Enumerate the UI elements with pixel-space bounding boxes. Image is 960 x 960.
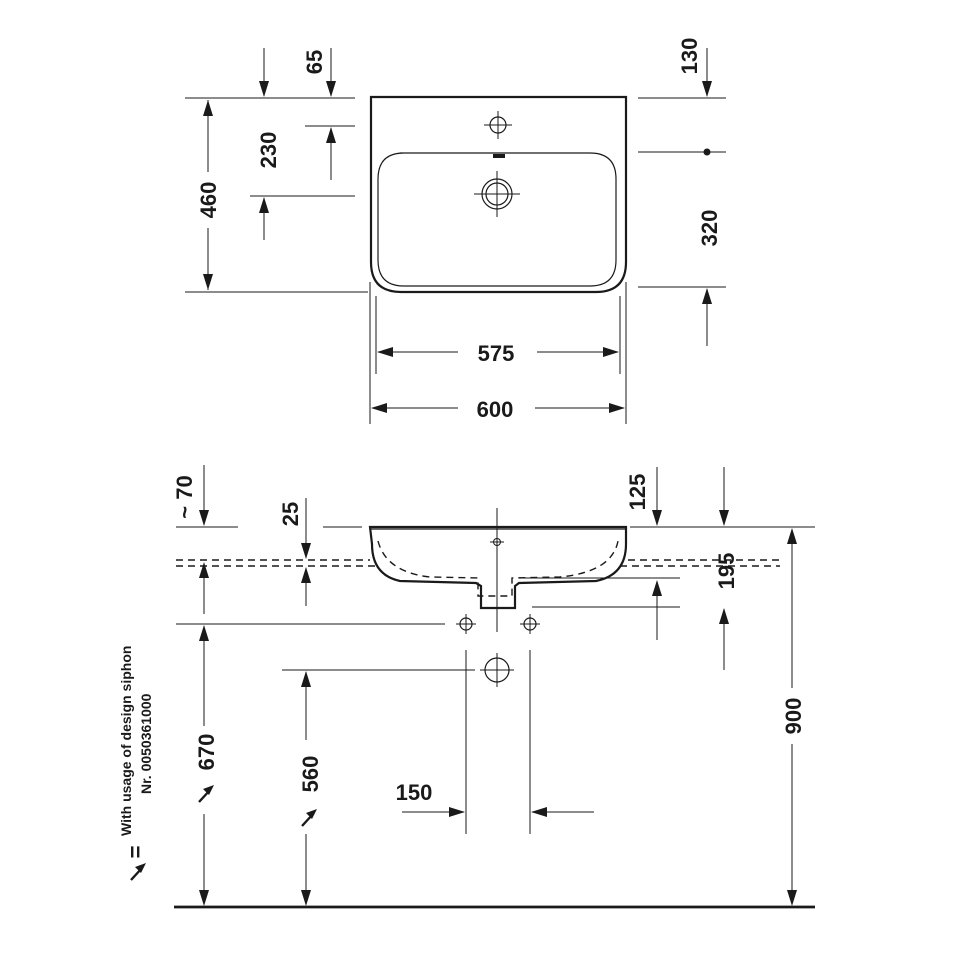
dim-150-label: 150: [396, 780, 433, 805]
basin-side-profile: [368, 525, 628, 610]
supply-connector-icon: [456, 614, 476, 634]
waste-outlet-icon: [480, 653, 514, 687]
dim-575-label: 575: [478, 341, 515, 366]
overflow-slot: [493, 154, 505, 158]
drain-icon: [474, 171, 520, 217]
note-line-2: Nr. 0050361000: [138, 693, 154, 794]
dim-230-label: 230: [256, 132, 281, 169]
dim-900-label: 900: [781, 698, 806, 735]
supply-connector-icon: [520, 614, 540, 634]
dim-460-label: 460: [196, 182, 221, 219]
siphon-note: = With usage of design siphon Nr. 005036…: [118, 646, 154, 881]
side-view: ~ 70 25 670 560: [172, 465, 815, 909]
siphon-symbol-icon: [198, 785, 214, 803]
dim-125-label: 125: [625, 474, 650, 511]
dim-670-label: 670: [194, 734, 219, 771]
basin-inner-dashed: [377, 540, 619, 597]
basin-inner-bowl: [377, 152, 617, 287]
tap-centre-icon: [490, 538, 504, 546]
dim-195-label: 195: [714, 553, 739, 590]
siphon-symbol-icon: [301, 809, 317, 827]
dim-25-label: 25: [278, 502, 303, 526]
siphon-symbol-icon: [130, 863, 146, 881]
dim-70-label: ~ 70: [172, 475, 197, 518]
dim-130-label: 130: [677, 38, 702, 75]
dim-600-label: 600: [477, 397, 514, 422]
note-equals: =: [123, 846, 148, 859]
dim-320-label: 320: [697, 210, 722, 247]
dim-65-label: 65: [302, 50, 327, 74]
dim-560-label: 560: [298, 756, 323, 793]
top-view: 460 65 230 130 320 575: [185, 38, 726, 424]
note-line-1: With usage of design siphon: [118, 646, 134, 836]
basin-outer-outline: [369, 95, 628, 294]
tap-hole-icon: [484, 111, 512, 139]
